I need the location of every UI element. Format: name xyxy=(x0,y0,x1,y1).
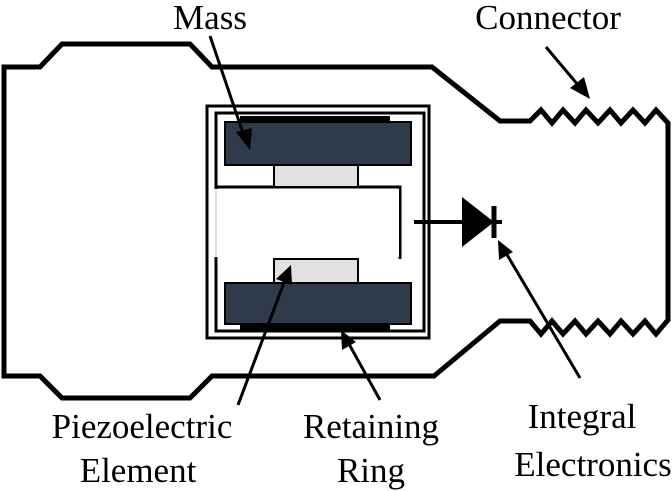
label-piezoelectric-line1: Piezoelectric xyxy=(52,407,233,446)
slot-interior xyxy=(213,189,399,257)
retaining-ring-arrow xyxy=(341,330,382,401)
lower-mass xyxy=(224,282,412,325)
piezoelectric-arrow xyxy=(236,265,292,406)
mass-arrow xyxy=(208,35,252,150)
upper-mass xyxy=(224,121,412,166)
label-retaining-line2: Ring xyxy=(337,451,405,490)
label-piezoelectric-line2: Element xyxy=(80,451,197,490)
lower-retaining-ring xyxy=(240,323,390,330)
label-integral-line2: Electronics xyxy=(514,445,671,484)
label-integral-line1: Integral xyxy=(528,397,637,436)
integral-electronics-arrow xyxy=(498,240,582,379)
label-connector: Connector xyxy=(475,0,621,37)
upper-piezoelectric-element xyxy=(273,164,359,188)
label-mass: Mass xyxy=(173,0,247,37)
connector-arrow xyxy=(544,46,590,99)
label-retaining-line1: Retaining xyxy=(303,407,439,446)
diode-icon xyxy=(414,197,502,247)
upper-retaining-ring xyxy=(240,116,390,123)
